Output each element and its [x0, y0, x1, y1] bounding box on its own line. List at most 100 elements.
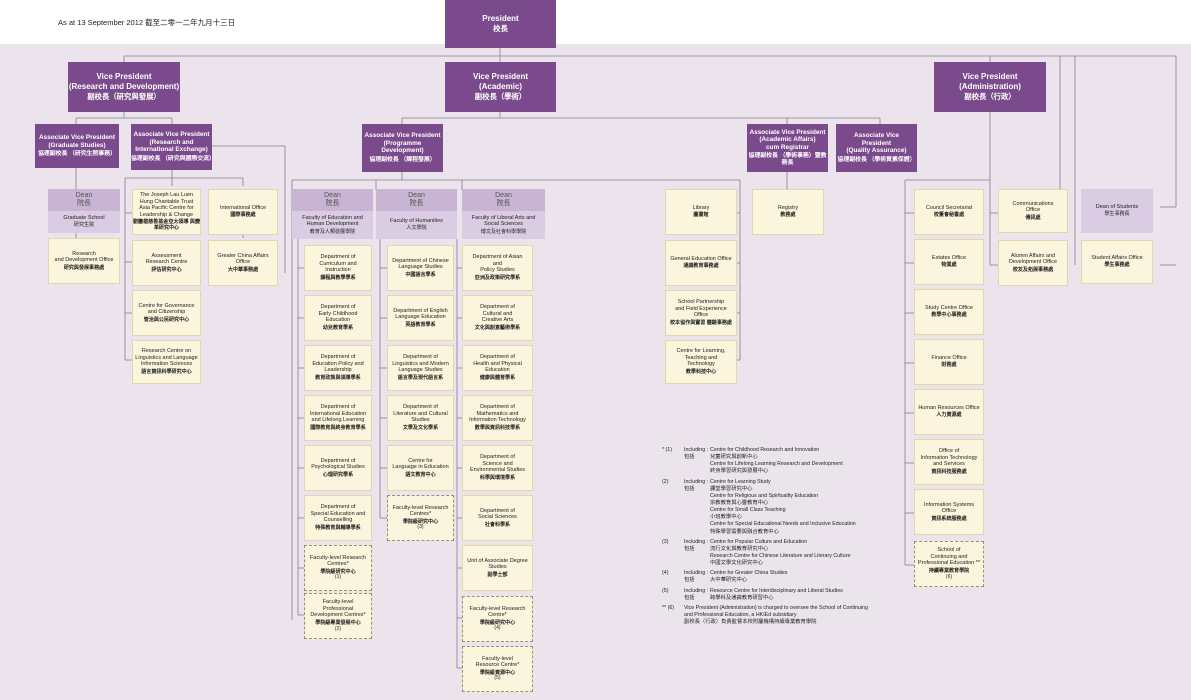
aado-label: Alumni Affairs and Development Office: [1008, 252, 1058, 266]
gcao-label: Greater China Affairs Office: [217, 252, 269, 266]
footnote-including-zh: 包括: [684, 545, 695, 552]
admin-estates-label: Estates Office: [931, 254, 967, 261]
fehd-dept-5-label-zh: 心理研究學系: [322, 471, 354, 478]
jlhc-label: The Joseph Lau Luen Hung Charitable Trus…: [139, 192, 194, 218]
aado-label-zh: 校友及拓展事務處: [1012, 266, 1054, 273]
dos-label-zh: 學生事務長: [1104, 211, 1130, 218]
flass-resc-note: (5): [494, 675, 501, 682]
fhm-dept-4: Department of Literature and Cultural St…: [387, 395, 454, 441]
footnote-prefix: Including :包括: [684, 539, 710, 568]
flass-rc-note: (4): [494, 625, 501, 632]
learning-teaching-technology-box: Centre for Learning, Teaching and Techno…: [665, 340, 737, 384]
dean-fhm-title: Dean: [408, 192, 425, 200]
fehd-dept-6-label: Department of Special Education and Coun…: [310, 504, 366, 524]
president-label: President: [482, 13, 519, 23]
vp-rd-label: Vice President (Research and Development…: [68, 72, 180, 91]
fhm-dept-1-label: Department of Chinese Language Studies: [392, 257, 449, 271]
fhm-dept-1-label-zh: 中國語言學系: [405, 271, 436, 278]
fehd-dept-4-label: Department of International Education an…: [309, 404, 367, 424]
library-label: Library: [692, 204, 710, 211]
footnote-item: Centre for Popular Culture and Education: [710, 538, 808, 545]
fehd-dept-1: Department of Curriculum and Instruction…: [304, 245, 372, 291]
admin-iso-label: Information Systems Office: [923, 501, 975, 515]
avp-qa-label-zh: 協理副校長 （學術質素保證）: [837, 156, 916, 163]
arc-label-zh: 評估研究中心: [151, 266, 182, 273]
rclli-label: Research Centre on Linguistics and Langu…: [135, 348, 198, 368]
flass-rc-label: Faculty-level Research Centre*: [469, 605, 526, 619]
dean-fhm-title-zh: 院長: [409, 200, 424, 207]
flass-dept-3: Department of Health and Physical Educat…: [462, 345, 533, 391]
admin-scpe: School of Continuing and Professional Ed…: [914, 541, 984, 587]
flass-dept-1-label: Department of Asian and Policy Studies: [472, 254, 523, 274]
fehd-dept-4: Department of International Education an…: [304, 395, 372, 441]
admin-sco-label-zh: 教學中心事務處: [931, 312, 967, 319]
avp-graduate-studies-box: Associate Vice President (Graduate Studi…: [35, 124, 119, 168]
footnote-prefix: Including :包括: [684, 479, 710, 536]
dean-gs-title: Dean: [75, 192, 93, 200]
fehd-dept-3-label-zh: 教育政策與領導學系: [315, 374, 361, 381]
dean-fehd-unit-zh: 教育及人類發展學院: [309, 228, 356, 235]
fhm-dept-4-label-zh: 文學及文化學系: [402, 424, 439, 431]
flass-dept-7-label-zh: 副學士部: [487, 571, 508, 578]
dos-label: Dean of Students: [1095, 203, 1139, 210]
president-box: President 校長: [445, 0, 556, 48]
flass-dept-4-label-zh: 數學與資訊科技學系: [474, 424, 521, 431]
footnote-including-zh: 包括: [684, 454, 695, 461]
footnote-including: Including :: [684, 478, 709, 485]
spfe-label: School Partnership and Field Experience …: [675, 299, 727, 319]
avp-rie-label-zh: 協理副校長 （研究與國際交流）: [131, 155, 212, 162]
footnote-item: 特殊學習需要與融合教育中心: [710, 528, 779, 535]
fehd-dept-1-label: Department of Curriculum and Instruction: [319, 254, 357, 274]
footnote-number: ** (6): [662, 604, 675, 611]
flass-dept-1-label-zh: 亞洲及政策研究學系: [474, 274, 521, 281]
footnote: ** (6)Vice President (Administration) is…: [662, 605, 982, 626]
fehd-rc-note: (1): [334, 574, 342, 581]
dean-flass-title-zh: 院長: [496, 200, 511, 207]
cgc-label-zh: 管治與公民研究中心: [143, 316, 190, 323]
fehd-dept-1-label-zh: 課程與教學學系: [320, 274, 356, 281]
footnote-item: and Professional Education, a HKIEd subs…: [684, 611, 797, 618]
admin-iso-label-zh: 資訊系統服務處: [931, 515, 967, 522]
fehd-rc-label: Faculty-level Research Centres*: [310, 554, 366, 568]
admin-oits-label-zh: 資訊科技服務處: [931, 468, 967, 475]
footnote-including: Including :: [684, 570, 709, 577]
fhm-rc-label: Faculty-level Research Centres*: [392, 504, 449, 518]
footnote-item: Resource Centre for Interdisciplinary an…: [710, 587, 843, 594]
president-label-zh: 校長: [493, 24, 508, 34]
dean-fhm-unit-zh: 人文學院: [406, 225, 427, 232]
admin-hro-label: Human Resources Office: [918, 404, 980, 411]
fehd-dept-6: Department of Special Education and Coun…: [304, 495, 372, 541]
fehd-dept-3-label: Department of Education Policy and Leade…: [312, 354, 364, 374]
footnote-prefix: Including :包括: [684, 447, 710, 476]
cltt-label: Centre for Learning, Teaching and Techno…: [676, 348, 726, 368]
fehd-rc-label-zh: 學院級研究中心: [320, 568, 356, 575]
dean-flass-unit-zh: 博文及社會科學學院: [480, 228, 527, 235]
footnote-item: Centre for Greater China Studies: [710, 570, 788, 577]
footnote-number: (4): [662, 570, 669, 577]
fehd-dept-5-label: Department of Psychological Studies: [311, 457, 365, 471]
geo-label-zh: 通識教育事務處: [683, 263, 719, 270]
fehd-pdc-label: Faculty-level Professional Development C…: [310, 599, 366, 619]
fhm-dept-2-label-zh: 英語教育學系: [405, 321, 436, 328]
rdo-label: Research and Development Office: [54, 250, 114, 264]
fhm-rc-note: (3): [417, 524, 424, 531]
fehd-dept-3: Department of Education Policy and Leade…: [304, 345, 372, 391]
dean-gs-title-zh: 院長: [77, 200, 91, 207]
admin-oits: Office of Information Technology and Ser…: [914, 439, 984, 485]
avp-aar-label-zh: 協理副校長 （學術事務）暨教務長: [748, 153, 827, 167]
